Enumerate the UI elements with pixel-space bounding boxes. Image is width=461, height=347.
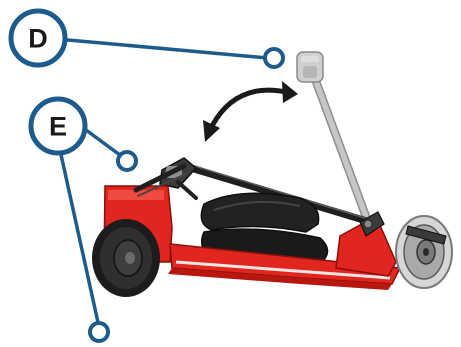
callout-d: D <box>11 11 65 65</box>
callout-d-leader <box>68 40 268 58</box>
front-body <box>336 212 396 276</box>
callout-e-leader-lower <box>60 150 99 327</box>
handlebar-grip <box>297 52 323 82</box>
callout-e-label: E <box>49 112 67 142</box>
callout-e-target-dot-upper <box>118 152 136 170</box>
callout-e-leader-upper <box>86 130 124 158</box>
callout-d-label: D <box>28 24 48 54</box>
callout-e: E <box>31 99 85 153</box>
rotate-arrow-icon <box>203 81 298 142</box>
callout-e-target-dot-lower <box>90 323 108 341</box>
unfolded-tiller <box>297 52 368 222</box>
rear-wheel <box>92 219 160 297</box>
front-wheel <box>396 216 452 288</box>
callout-d-target-dot <box>265 49 283 67</box>
